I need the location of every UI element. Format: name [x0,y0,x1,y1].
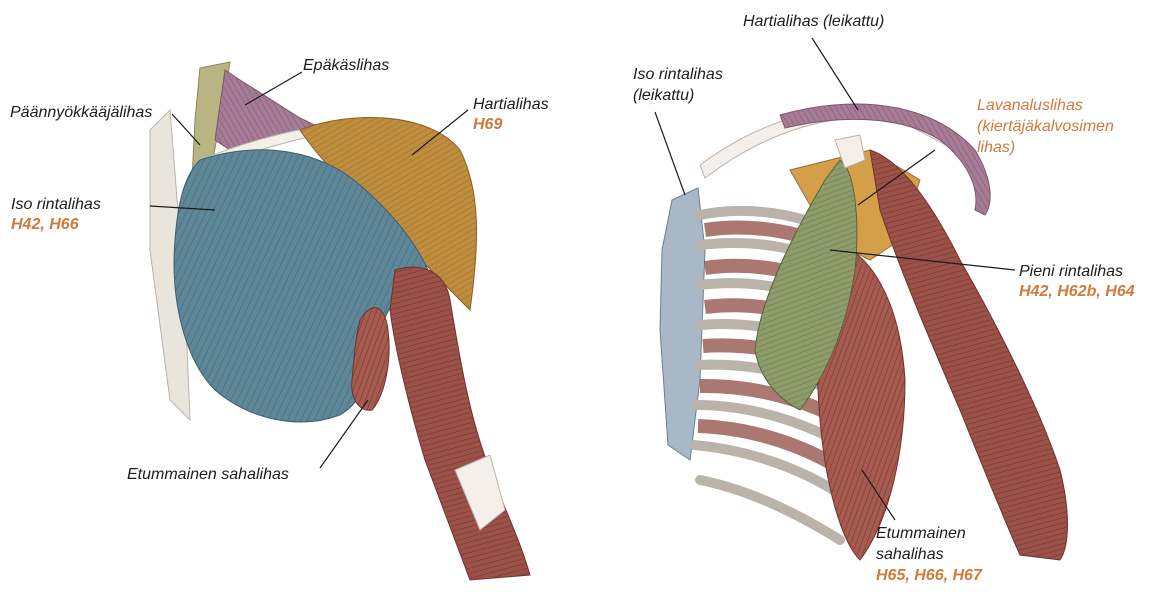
label-trapezius: Epäkäslihas [303,56,389,75]
label-serratus-right-line1: Etummainen [876,524,966,543]
label-deltoid-cut: Hartialihas (leikattu) [743,12,884,31]
label-pectoralis-cut-line2: (leikattu) [633,86,694,105]
right-anatomy-figure [660,104,1068,560]
label-pectoralis-major: Iso rintalihas [11,195,101,214]
label-subscapularis-line2: (kiertäjäkalvosimen [977,117,1114,136]
label-serratus-right-line2: sahalihas [876,545,944,564]
label-serratus-anterior-left: Etummainen sahalihas [127,465,289,484]
label-pectoralis-minor: Pieni rintalihas [1019,262,1123,281]
label-subscapularis-line3: lihas) [977,138,1015,157]
label-sternocleidomastoid: Päännyökkääjälihas [10,103,152,122]
label-deltoid-ref: H69 [473,115,502,134]
label-pectoralis-cut-line1: Iso rintalihas [633,65,723,84]
label-deltoid: Hartialihas [473,95,549,114]
leader-pectoralis-cut [655,112,685,195]
label-pectoralis-minor-ref: H42, H62b, H64 [1019,282,1135,301]
left-anatomy-figure [150,62,530,580]
leader-deltoid-cut [812,38,858,110]
label-serratus-right-ref: H65, H66, H67 [876,566,982,585]
label-subscapularis-line1: Lavanaluslihas [977,96,1083,115]
label-pectoralis-major-ref: H42, H66 [11,215,79,234]
upper-arm-muscles [390,267,530,580]
